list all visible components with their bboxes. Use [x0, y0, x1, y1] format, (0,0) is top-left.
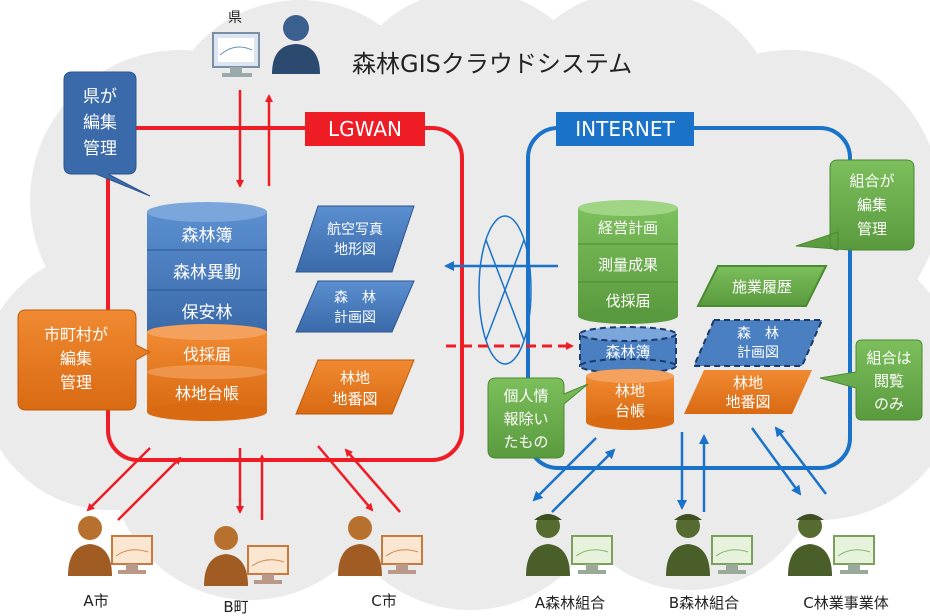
lgwan-map-plan-line1: 森 林 — [334, 290, 376, 306]
internet-map-lot-line2: 地番図 — [725, 393, 770, 411]
union-edit-callout-line1: 組合が — [849, 172, 894, 190]
internet-label: INTERNET — [575, 117, 675, 141]
internet-db-forest-register-label: 森林簿 — [605, 343, 650, 361]
internet-map-history-label: 施業履歴 — [732, 278, 792, 296]
municipality-callout: 市町村が 編集 管理 — [17, 309, 152, 411]
lgwan-map-plan-line2: 計画図 — [334, 310, 376, 326]
internet-db-item-3: 伐採届 — [605, 292, 650, 310]
lgwan-label: LGWAN — [328, 117, 402, 141]
union-view-callout: 組合は 閲覧 のみ — [819, 339, 923, 421]
lgwan-db-stack: 森林簿 森林異動 保安林 伐採届 林地台帳 — [147, 202, 267, 421]
user-b-forest-union-label: B森林組合 — [669, 594, 739, 612]
user-c-forestry-business: C林業事業体 — [788, 514, 889, 612]
lgwan-map-aerial: 航空写真 地形図 — [295, 205, 415, 273]
personal-info-callout-line2: 報除い — [503, 410, 548, 428]
internet-db-lot-ledger-line1: 林地 — [615, 382, 645, 400]
lgwan-frame — [106, 126, 464, 462]
user-b-town: B町 — [204, 526, 289, 616]
user-a-city: A市 — [68, 516, 153, 610]
pref-callout-line1: 県が — [83, 87, 117, 107]
user-c-city: C市 — [338, 516, 423, 610]
internet-db-item-2: 測量成果 — [598, 256, 658, 274]
lgwan-db-item-1: 森林簿 — [182, 226, 233, 246]
network-gateway — [478, 215, 532, 365]
user-a-city-label: A市 — [83, 592, 108, 610]
internet-map-plan: 森 林 計画図 — [692, 319, 824, 367]
municipality-callout-line2: 編集 — [60, 349, 92, 368]
union-edit-callout-line2: 編集 — [857, 196, 887, 214]
lgwan-label-box — [305, 112, 425, 146]
pref-computer-icon — [212, 32, 260, 77]
union-view-callout-line2: 閲覧 — [874, 372, 904, 390]
internet-db-stack: 経営計画 測量成果 伐採届 — [578, 200, 678, 324]
user-c-forestry-business-label: C林業事業体 — [803, 594, 888, 612]
personal-info-callout-line1: 個人情 — [503, 387, 548, 405]
personal-info-callout: 個人情 報除い たもの — [487, 377, 589, 459]
internet-map-lot: 林地 地番図 — [684, 370, 812, 414]
union-edit-callout: 組合が 編集 管理 — [795, 159, 915, 251]
user-b-forest-union: B森林組合 — [666, 514, 753, 612]
lgwan-db-item-2: 森林異動 — [173, 263, 241, 283]
personal-info-callout-line3: たもの — [503, 433, 548, 451]
municipality-callout-line1: 市町村が — [44, 325, 108, 344]
internet-db-item-1: 経営計画 — [598, 219, 658, 237]
lgwan-db-item-5: 林地台帳 — [175, 384, 239, 403]
diagram-title: 森林GISクラウドシステム — [352, 50, 632, 78]
union-view-callout-line3: のみ — [874, 395, 904, 413]
user-c-city-label: C市 — [371, 592, 396, 610]
pref-callout-line2: 編集 — [83, 113, 117, 133]
lgwan-map-lot-line1: 林地 — [340, 369, 370, 387]
pref-label: 県 — [228, 10, 242, 26]
internet-db-lot-ledger-line2: 台帳 — [615, 402, 645, 420]
pref-person-icon — [272, 15, 320, 74]
lgwan-map-plan: 森 林 計画図 — [295, 280, 415, 333]
internet-map-plan-line1: 森 林 — [737, 326, 779, 342]
internet-db-forest-register: 森林簿 — [579, 326, 677, 374]
lgwan-map-lot-line2: 地番図 — [332, 390, 377, 408]
lgwan-map-lot: 林地 地番図 — [295, 359, 415, 415]
lgwan-map-aerial-line1: 航空写真 — [327, 222, 383, 238]
internet-db-lot-ledger: 林地 台帳 — [586, 369, 674, 430]
lgwan-db-item-3: 保安林 — [182, 303, 233, 323]
user-a-forest-union-label: A森林組合 — [535, 594, 605, 612]
lgwan-user-arrows — [86, 445, 401, 521]
user-a-forest-union: A森林組合 — [526, 514, 613, 612]
union-view-callout-line1: 組合は — [866, 349, 911, 367]
union-edit-callout-line3: 管理 — [857, 220, 887, 238]
internet-map-history: 施業履歴 — [696, 265, 828, 307]
user-b-town-label: B町 — [223, 598, 248, 616]
internet-map-lot-line1: 林地 — [733, 374, 763, 392]
lgwan-db-item-4: 伐採届 — [183, 345, 231, 364]
lgwan-map-aerial-line2: 地形図 — [334, 242, 376, 258]
pref-callout: 県が 編集 管理 — [63, 71, 151, 197]
municipality-callout-line3: 管理 — [60, 373, 92, 392]
internet-map-plan-line2: 計画図 — [737, 345, 779, 361]
pref-callout-line3: 管理 — [83, 139, 117, 159]
internet-user-arrows — [532, 426, 827, 513]
internet-label-box — [556, 112, 694, 146]
